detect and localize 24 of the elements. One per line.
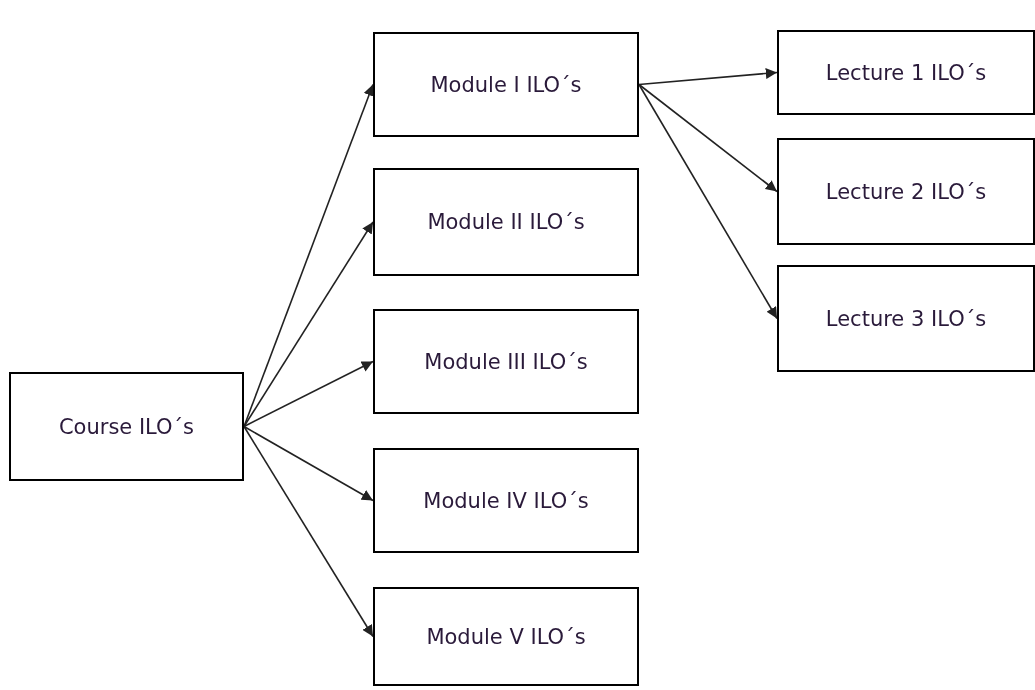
box-label: Lecture 1 ILO´s (825, 60, 987, 85)
box-label: Course ILO´s (58, 414, 195, 439)
process-box (9, 372, 244, 481)
process-box (373, 309, 639, 414)
process-box (373, 32, 639, 137)
arrow (243, 425, 374, 502)
process-box (777, 138, 1035, 245)
process-box (373, 168, 639, 276)
box-label: Lecture 3 ILO´s (825, 306, 987, 331)
box-label: Module V ILO´s (426, 624, 586, 649)
arrow (243, 221, 374, 428)
arrow (243, 360, 374, 428)
process-box (373, 587, 639, 686)
arrow (638, 83, 778, 193)
box-label: Module II ILO´s (427, 210, 585, 234)
box-label: Module I ILO´s (430, 72, 582, 97)
box-label: Lecture 2 ILO´s (825, 179, 987, 204)
box-label: Module III ILO´s (424, 349, 588, 374)
process-box (777, 265, 1035, 372)
arrow (243, 425, 374, 638)
arrow (638, 67, 778, 86)
process-box (373, 448, 639, 553)
process-box (777, 30, 1035, 115)
box-label: Module IV ILO´s (423, 488, 589, 513)
